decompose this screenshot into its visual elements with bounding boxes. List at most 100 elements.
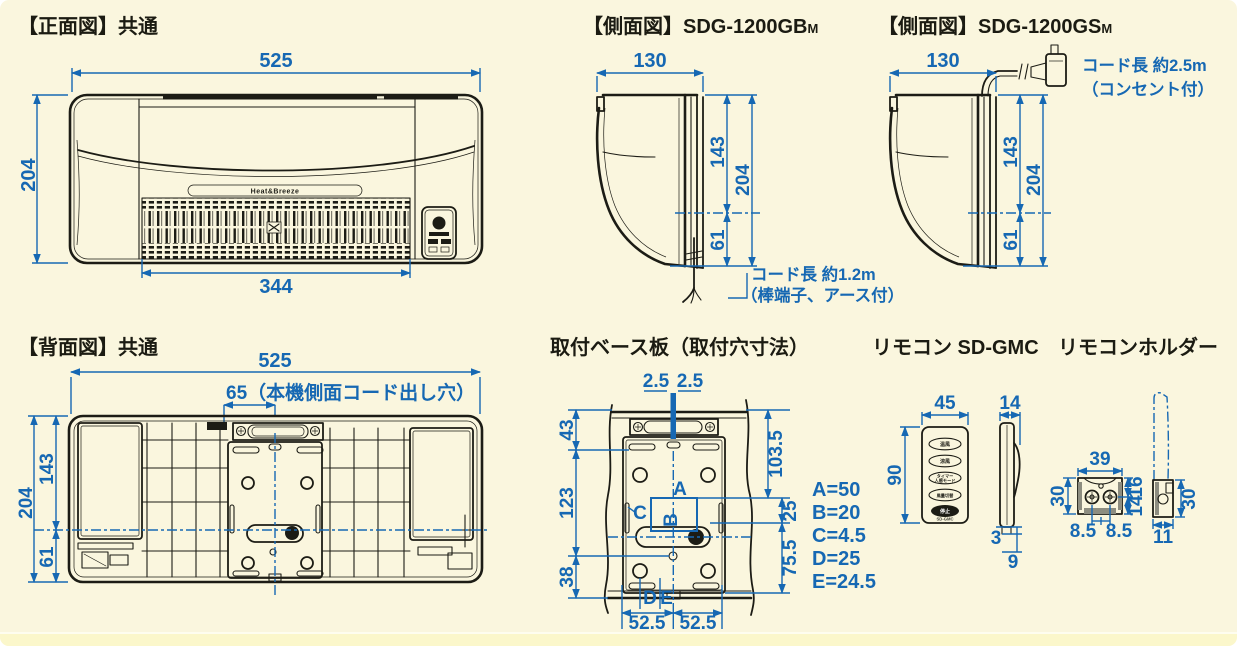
dim-remote-height: 90 bbox=[885, 464, 906, 485]
dim-gb-lower-height: 61 bbox=[708, 229, 729, 251]
remote-button-timer: タイマー bbox=[937, 473, 954, 480]
dim-front-width: 525 bbox=[259, 50, 292, 72]
side-view-gs-drawing: 130 143 204 61 コード長 約2.5m （コンセント付） bbox=[888, 44, 1214, 269]
dim-plate-right-bottom: 75.5 bbox=[780, 539, 801, 576]
dim-plate-left-bottom: 38 bbox=[557, 566, 578, 587]
base-plate-title-text: 取付ベース板（取付穴寸法） bbox=[550, 337, 809, 359]
dim-plate-left-mid: 123 bbox=[557, 487, 578, 519]
front-top-bar-left bbox=[163, 94, 377, 100]
dim-plate-offset-left: 2.5 bbox=[643, 371, 670, 392]
side-view-gs-title: 【側面図】SDG-1200GSM bbox=[878, 10, 1112, 39]
dim-holder-right-bottom: 14 bbox=[1126, 495, 1147, 517]
plate-legend-a: A=50 bbox=[812, 479, 860, 501]
holder-side-remote-outline bbox=[1153, 392, 1170, 481]
dim-back-width: 525 bbox=[258, 350, 291, 372]
front-logo-text: Heat&Breeze bbox=[251, 189, 300, 196]
remote-title-text: リモコン SD-GMC bbox=[872, 337, 1039, 359]
plate-legend-d: D=25 bbox=[812, 548, 860, 570]
dim-back-total-height: 204 bbox=[16, 487, 37, 519]
dim-plate-label-e: E bbox=[660, 588, 673, 609]
holder-front bbox=[1077, 477, 1123, 515]
side-gs-body bbox=[888, 93, 997, 269]
dim-gs-total-height: 204 bbox=[1024, 164, 1045, 196]
plate-legend-e: E=24.5 bbox=[812, 571, 876, 593]
back-view-title-text: 【背面図】共通 bbox=[18, 337, 158, 359]
plate-legend: A=50 B=20 C=4.5 D=25 E=24.5 bbox=[812, 479, 876, 593]
side-view-gb-drawing: 130 143 204 61 コード長 約1.2m （棒端子、アース付） bbox=[595, 50, 904, 305]
front-view-title-text: 【正面図】共通 bbox=[18, 16, 158, 38]
dim-plate-offset-right: 2.5 bbox=[677, 371, 704, 392]
dim-remote-width: 45 bbox=[934, 393, 956, 414]
plate-body-section bbox=[603, 399, 755, 616]
dim-holder-side-height: 30 bbox=[1179, 488, 1200, 509]
remote-front: 温風 涼風 タイマー 人感モード 風量切替 停止 SD-GMC bbox=[921, 426, 969, 524]
side-view-gs-title-text: 【側面図】SDG-1200GS bbox=[878, 16, 1102, 38]
dim-plate-label-a: A bbox=[673, 479, 687, 500]
dim-holder-side-depth: 11 bbox=[1153, 527, 1174, 548]
dim-plate-left-top: 43 bbox=[557, 419, 578, 440]
back-grid-lines bbox=[141, 422, 411, 578]
dim-gs-upper-height: 143 bbox=[1001, 136, 1022, 168]
dim-plate-right-top: 103.5 bbox=[766, 430, 787, 478]
remote-button-airflow: 風量切替 bbox=[937, 492, 955, 499]
dim-holder-width: 39 bbox=[1089, 449, 1110, 470]
side-view-gb-title-sub: M bbox=[807, 21, 819, 36]
side-view-gb-title: 【側面図】SDG-1200GBM bbox=[583, 10, 818, 39]
dim-holder-hole-right: 8.5 bbox=[1106, 521, 1133, 542]
gs-cord-note-line1: コード長 約2.5m bbox=[1082, 55, 1207, 75]
back-view-title: 【背面図】共通 bbox=[18, 331, 158, 360]
dim-plate-label-d: D bbox=[643, 588, 657, 609]
plate-legend-c: C=4.5 bbox=[812, 525, 866, 547]
dim-holder-height: 30 bbox=[1048, 485, 1069, 506]
back-view-drawing: 525 65（本機側面コード出し穴） bbox=[16, 350, 490, 595]
dim-plate-label-b: B bbox=[661, 513, 682, 527]
side-view-gb-title-text: 【側面図】SDG-1200GB bbox=[583, 16, 808, 38]
dim-gb-upper-height: 143 bbox=[708, 136, 729, 168]
gb-cord-note-line1: コード長 約1.2m bbox=[751, 264, 876, 284]
dim-holder-hole-left: 8.5 bbox=[1070, 521, 1097, 542]
gb-cord-note-line2: （棒端子、アース付） bbox=[741, 285, 904, 305]
back-bottom-details bbox=[77, 514, 476, 570]
dim-front-grille-width: 344 bbox=[259, 276, 293, 298]
remote-button-heat: 温風 bbox=[940, 441, 950, 448]
dim-remote-depth: 14 bbox=[999, 393, 1021, 414]
front-view-drawing: Heat&Breeze 525 204 bbox=[18, 50, 484, 298]
remote-model-label: SD-GMC bbox=[937, 517, 954, 522]
back-top-bracket bbox=[232, 422, 324, 441]
dim-plate-bottom-left: 52.5 bbox=[629, 613, 666, 634]
dim-plate-bottom-right: 52.5 bbox=[680, 613, 717, 634]
remote-button-cool: 涼風 bbox=[940, 458, 950, 465]
front-logo-pill bbox=[187, 184, 363, 197]
side-gb-body bbox=[595, 93, 704, 269]
dim-gb-total-height: 204 bbox=[733, 164, 754, 196]
plate-legend-b: B=20 bbox=[812, 502, 860, 524]
plate-center-tab-mark bbox=[670, 393, 676, 439]
holder-side bbox=[1152, 392, 1174, 518]
back-right-panel bbox=[409, 427, 474, 541]
dim-front-height: 204 bbox=[18, 157, 40, 191]
remote-holder-drawing: 温風 涼風 タイマー 人感モード 風量切替 停止 SD-GMC 45 90 14 bbox=[885, 392, 1200, 573]
remote-title: リモコン SD-GMC bbox=[872, 331, 1039, 360]
gs-cord-note-line2: （コンセント付） bbox=[1082, 79, 1214, 99]
dim-plate-label-c: C bbox=[633, 503, 647, 524]
dim-remote-clip-gap: 3 bbox=[991, 528, 1002, 549]
front-control-panel bbox=[421, 206, 457, 260]
dim-gs-lower-height: 61 bbox=[1001, 229, 1022, 251]
dim-back-cord-hole-note: 65（本機側面コード出し穴） bbox=[226, 381, 475, 404]
side-gb-cord bbox=[682, 237, 703, 304]
dim-gb-depth: 130 bbox=[633, 50, 666, 72]
remote-side bbox=[999, 422, 1021, 535]
base-plate-drawing: 2.5 2.5 A B C 43 123 38 103.5 25 75.5 D … bbox=[557, 371, 876, 634]
dim-back-lower-height: 61 bbox=[37, 546, 58, 568]
footer-strip bbox=[0, 632, 1237, 646]
front-swoosh-line bbox=[77, 145, 475, 172]
side-gs-cord-plug bbox=[981, 44, 1067, 97]
dim-gs-depth: 130 bbox=[926, 50, 959, 72]
base-plate-title: 取付ベース板（取付穴寸法） bbox=[550, 331, 809, 360]
remote-button-stop: 停止 bbox=[940, 508, 950, 515]
back-left-panel bbox=[77, 422, 143, 540]
front-grille bbox=[141, 197, 411, 260]
dim-remote-clip-depth: 9 bbox=[1008, 552, 1019, 573]
front-view-title: 【正面図】共通 bbox=[18, 10, 158, 39]
